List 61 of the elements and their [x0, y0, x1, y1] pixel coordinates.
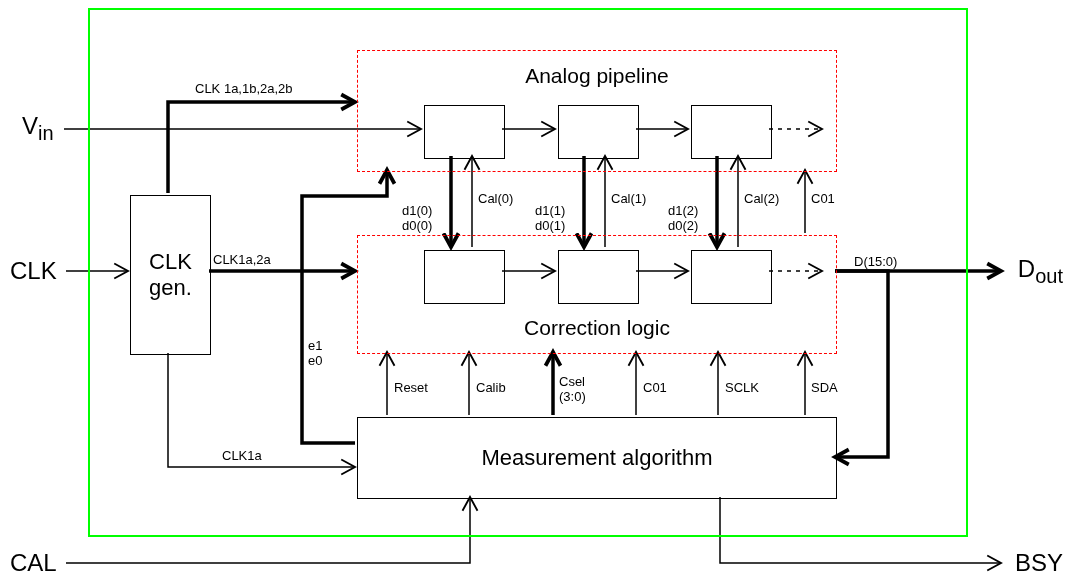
arrow [729, 155, 747, 248]
edge-label: d1(2) d0(2) [668, 203, 712, 233]
edge-label: CLK1a,2a [213, 252, 271, 267]
edge-label: Reset [394, 380, 428, 395]
process-box: CLK gen. [130, 195, 211, 355]
edge-label: Cal(0) [478, 191, 514, 206]
arrow [460, 351, 478, 416]
stage-box [558, 250, 639, 304]
arrow [833, 269, 890, 467]
edge-label: d1(1) d0(1) [535, 203, 579, 233]
arrow [300, 168, 397, 445]
arrow [543, 350, 563, 415]
stage-box [691, 105, 772, 159]
signal-name: V$_{in}$ [22, 113, 64, 145]
process-box: Measurement algorithm [357, 417, 837, 499]
edge-label: CLK1a [222, 448, 262, 463]
arrow [166, 92, 357, 193]
signal-name: CAL [10, 548, 66, 575]
signal-name: CLK [10, 256, 66, 286]
group-title: Correction logic [523, 315, 671, 341]
arrow [65, 262, 129, 280]
edge-label: Cal(1) [611, 191, 647, 206]
edge-label: CLK 1a,1b,2a,2b [195, 81, 293, 96]
dashed-group-box [357, 50, 837, 172]
edge-label: Calib [476, 380, 506, 395]
arrow [635, 262, 689, 280]
dashed-group-box [357, 235, 837, 354]
edge-label: SDA [811, 380, 838, 395]
arrow [209, 261, 357, 281]
arrow [719, 496, 1002, 572]
stage-box [424, 250, 505, 304]
arrow [596, 155, 614, 248]
arrow [768, 262, 823, 280]
arrow [441, 156, 461, 249]
stage-box [691, 250, 772, 304]
arrow [167, 352, 356, 476]
arrow [796, 169, 814, 234]
arrow [796, 351, 814, 416]
arrow [501, 120, 556, 138]
arrow [574, 156, 594, 249]
edge-label: SCLK [725, 380, 759, 395]
arrow [768, 120, 823, 138]
signal-name: D$_{out}$ [1001, 256, 1063, 288]
signal-name: BSY [1001, 548, 1063, 575]
stage-box [558, 105, 639, 159]
edge-label: D(15:0) [854, 254, 898, 269]
arrow [65, 496, 479, 564]
arrow [378, 351, 396, 416]
group-title: Analog pipeline [524, 63, 670, 89]
edge-label: C01 [811, 191, 835, 206]
arrow [463, 155, 481, 248]
arrow [635, 120, 689, 138]
arrow [501, 262, 556, 280]
arrow [63, 120, 422, 138]
edge-label: C01 [643, 380, 667, 395]
edge-label: d1(0) d0(0) [402, 203, 446, 233]
stage-box [424, 105, 505, 159]
arrow [709, 351, 727, 416]
arrow [707, 156, 727, 249]
edge-label: Cal(2) [744, 191, 780, 206]
arrow [627, 351, 645, 416]
